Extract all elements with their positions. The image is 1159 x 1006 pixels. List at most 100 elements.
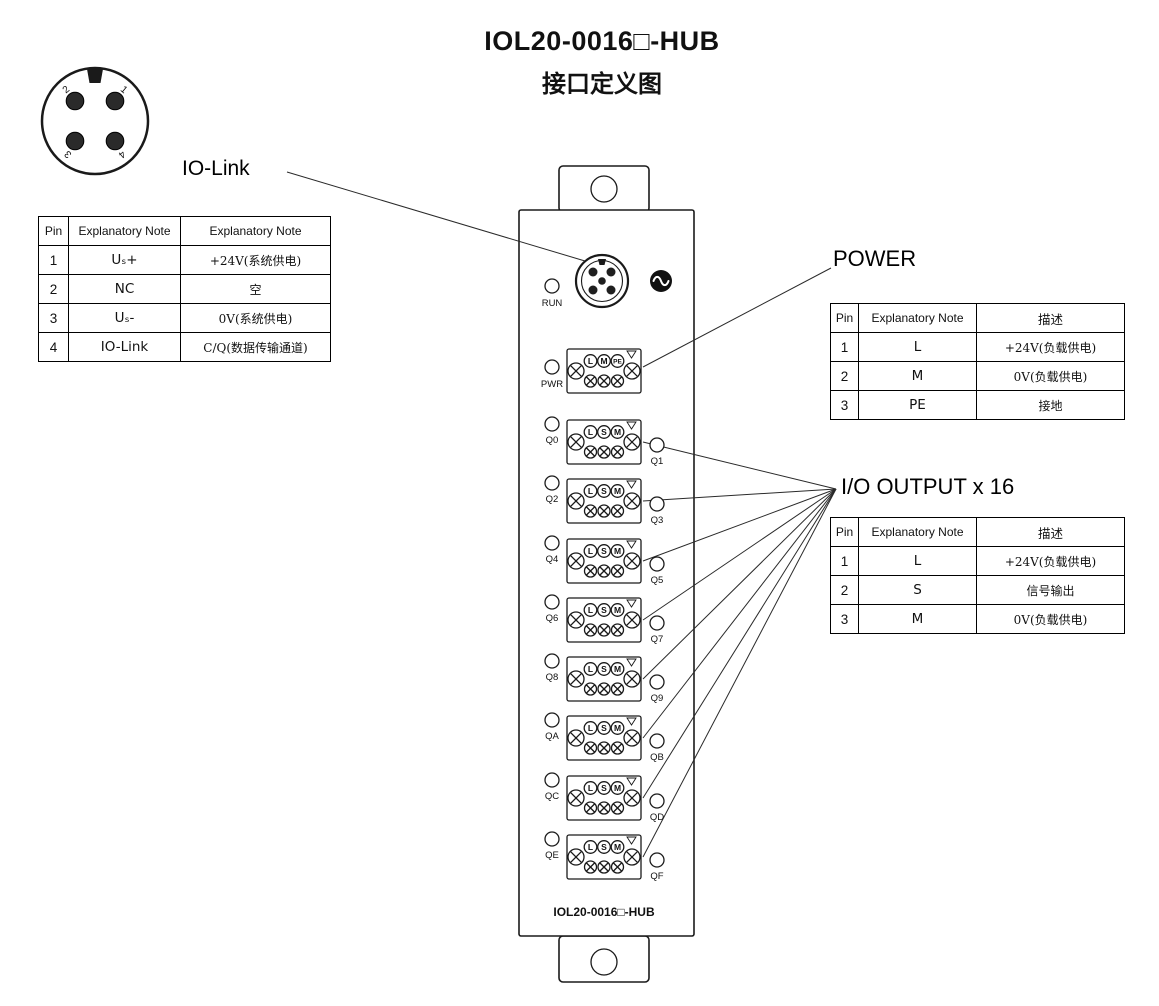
label-qa: QA [545, 731, 559, 742]
cell-pin: 4 [38, 332, 69, 362]
device-front-panel: RUN PWR [541, 253, 672, 919]
cell-desc: +24V(负载供电) [976, 332, 1125, 362]
cell-pin: 1 [830, 332, 859, 362]
label-q3: Q3 [651, 515, 664, 526]
label-q4: Q4 [546, 554, 559, 565]
pwr-led [544, 359, 560, 375]
cell-note: M [858, 604, 977, 634]
m12-connector-diagram: 1 2 3 4 [40, 66, 150, 176]
io-output-leader-line [642, 488, 837, 502]
led-q6 [544, 594, 560, 610]
table-row: 3 Uₛ- 0V(系统供电) [38, 303, 331, 333]
led-qf [649, 852, 665, 868]
led-q1 [649, 437, 665, 453]
cell-desc: 接地 [976, 390, 1125, 420]
cell-pin: 3 [830, 390, 859, 420]
cell-desc: 信号输出 [976, 575, 1125, 605]
col-header-note: Explanatory Note [858, 303, 977, 333]
cell-note: M [858, 361, 977, 391]
table-row: 1 Uₛ+ +24V(系统供电) [38, 245, 331, 275]
col-header-pin: Pin [830, 517, 859, 547]
table-row: 3 PE 接地 [830, 390, 1125, 420]
col-header-note: Explanatory Note [68, 216, 181, 246]
cell-pin: 1 [830, 546, 859, 576]
cell-note: Uₛ- [68, 303, 181, 333]
label-qb: QB [650, 752, 664, 763]
led-q3 [649, 496, 665, 512]
mounting-hole-top [590, 175, 618, 203]
led-q0 [544, 416, 560, 432]
cell-note: IO-Link [68, 332, 181, 362]
page-title-model: IOL20-0016□-HUB [484, 26, 720, 56]
cell-note: S [858, 575, 977, 605]
label-qd: QD [650, 812, 664, 823]
page-title-subtitle: 接口定义图 [542, 71, 662, 98]
cell-pin: 2 [830, 575, 859, 605]
cell-desc: 空 [180, 274, 331, 304]
label-q1: Q1 [651, 456, 664, 467]
io-link-callout-label: IO-Link [182, 157, 250, 180]
label-q8: Q8 [546, 672, 559, 683]
table-row: 2 S 信号输出 [830, 575, 1125, 605]
table-row: 2 M 0V(负载供电) [830, 361, 1125, 391]
power-callout-label: POWER [833, 246, 917, 271]
led-q9 [649, 674, 665, 690]
right-channel-leds: Q1 Q3 Q5 Q7 Q9 QB QD QF [649, 437, 665, 882]
led-q4 [544, 535, 560, 551]
table-header-row: Pin Explanatory Note 描述 [830, 517, 1125, 547]
cell-pin: 2 [830, 361, 859, 391]
connector-pin-2-number: 2 [61, 84, 73, 96]
brand-logo-icon [650, 270, 672, 292]
cell-desc: 0V(负载供电) [976, 361, 1125, 391]
led-q8 [544, 653, 560, 669]
io-output-leader-line [642, 488, 837, 621]
table-row: 2 NC 空 [38, 274, 331, 304]
io-link-leader-line [286, 171, 586, 262]
io-output-pin-table: Pin Explanatory Note 描述 1 L +24V(负载供电) 2… [830, 517, 1125, 634]
label-qc: QC [545, 791, 559, 802]
connector-keyway [87, 69, 103, 83]
io-output-leader-line [642, 488, 837, 680]
label-qf: QF [650, 871, 663, 882]
pwr-pin-l-label: L [588, 356, 593, 366]
cell-note: Uₛ+ [68, 245, 181, 275]
run-led [544, 278, 560, 294]
cell-note: NC [68, 274, 181, 304]
cell-pin: 1 [38, 245, 69, 275]
io-output-leader-line [642, 488, 837, 799]
connector-pin-4-number: 4 [116, 148, 128, 160]
page-title: IOL20-0016□-HUB 接口定义图 [352, 26, 852, 99]
label-q2: Q2 [546, 494, 559, 505]
cell-desc: +24V(负载供电) [976, 546, 1125, 576]
terminal-block-q0-q1 [567, 420, 641, 464]
cell-pin: 3 [830, 604, 859, 634]
label-q7: Q7 [651, 634, 664, 645]
led-q2 [544, 475, 560, 491]
connector-pin-1 [105, 91, 125, 111]
cell-desc: 0V(系统供电) [180, 303, 331, 333]
device-model-label: IOL20-0016□-HUB [553, 905, 655, 919]
pwr-pin-pe-label: PE [613, 359, 622, 366]
pwr-pin-m-label: M [600, 356, 607, 366]
table-row: 1 L +24V(负载供电) [830, 546, 1125, 576]
label-q9: Q9 [651, 693, 664, 704]
connector-pin-1-number: 1 [118, 84, 130, 96]
led-qe [544, 831, 560, 847]
label-q5: Q5 [651, 575, 664, 586]
connector-pin-3-number: 3 [62, 148, 74, 160]
power-pin-table: Pin Explanatory Note 描述 1 L +24V(负载供电) 2… [830, 303, 1125, 420]
run-led-label: RUN [542, 298, 563, 309]
io-output-callout-label: I/O OUTPUT x 16 [841, 474, 1015, 499]
led-qd [649, 793, 665, 809]
io-output-leader-line [642, 488, 837, 739]
table-row: 3 M 0V(负载供电) [830, 604, 1125, 634]
terminal-block-pwr: L M PE [566, 348, 642, 394]
cell-desc: C/Q(数据传输通道) [180, 332, 331, 362]
connector-pin-3 [65, 131, 85, 151]
connector-pin-4 [105, 131, 125, 151]
cell-pin: 3 [38, 303, 69, 333]
terminal-block-q4-q5 [567, 539, 641, 583]
col-header-desc: 描述 [976, 303, 1125, 333]
cell-note: PE [858, 390, 977, 420]
table-header-row: Pin Explanatory Note Explanatory Note [38, 216, 331, 246]
